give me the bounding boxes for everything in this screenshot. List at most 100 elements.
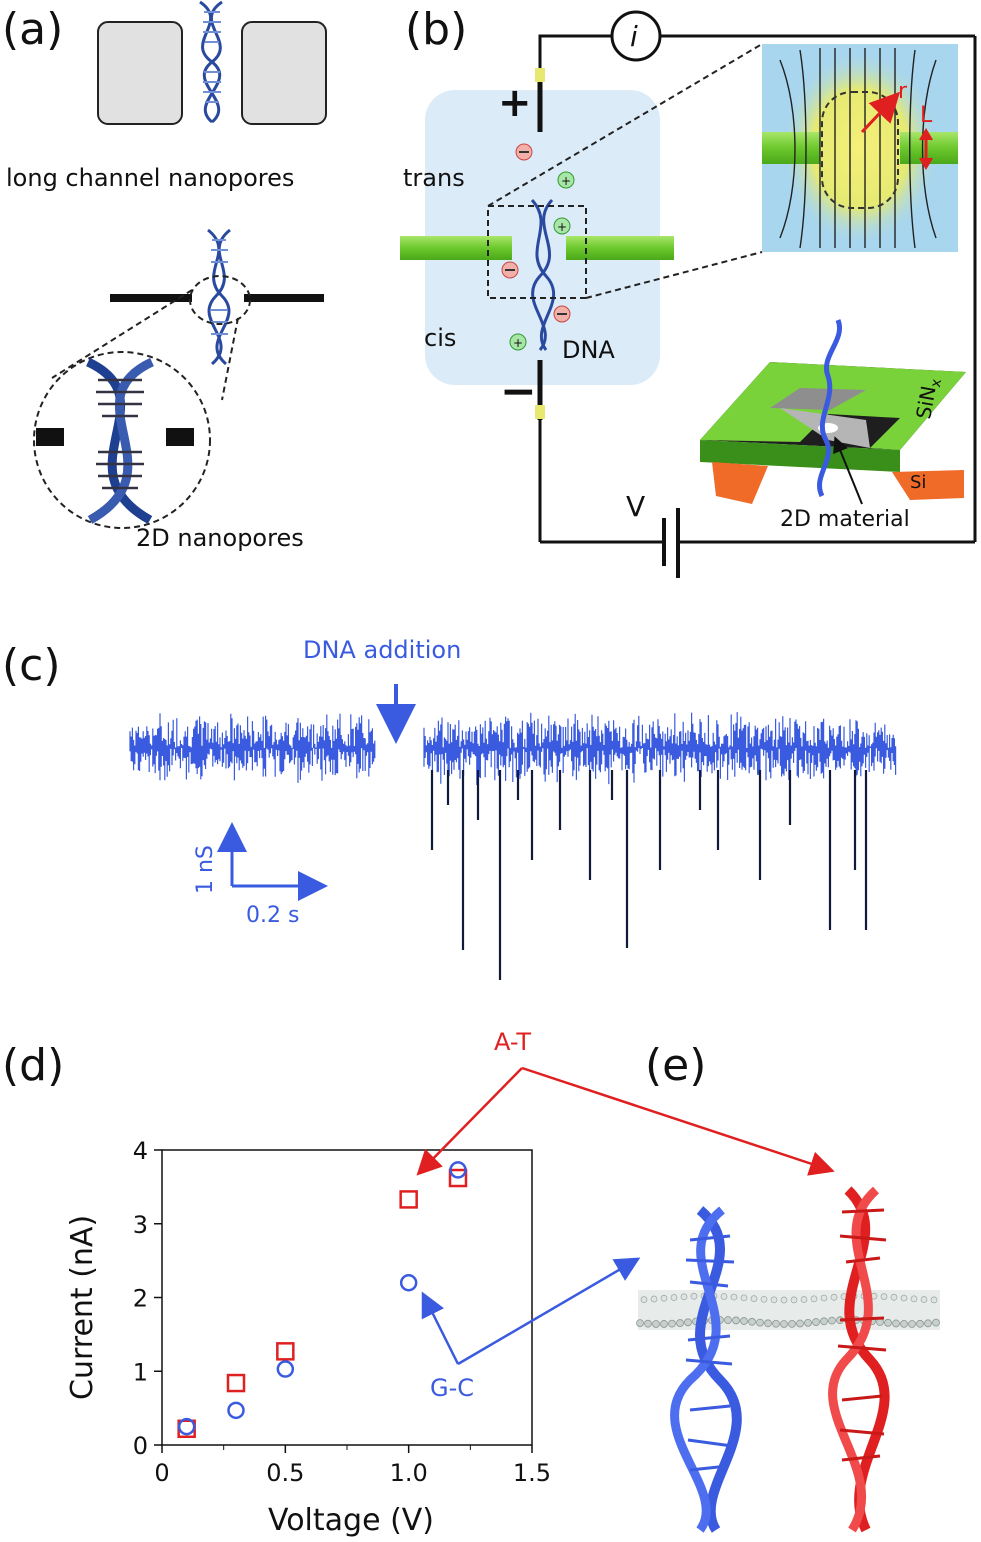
- graphene-atom: [756, 1318, 764, 1327]
- graphene-atom: [830, 1293, 838, 1301]
- graphene-atom: [788, 1319, 796, 1328]
- plot-frame: [161, 1149, 533, 1446]
- scale-y-label: 1 nS: [193, 845, 218, 894]
- data-point-a-t: [399, 1190, 418, 1209]
- ammeter-symbol: [610, 10, 662, 62]
- graphene-atom: [750, 1295, 758, 1302]
- graphene-atom: [890, 1293, 898, 1301]
- y-tick-label: 2: [133, 1285, 148, 1313]
- graphene-atom: [684, 1318, 692, 1327]
- dna-model-gc: [670, 1206, 742, 1533]
- graphene-atom: [900, 1294, 908, 1302]
- gc-label: G-C: [430, 1374, 474, 1402]
- sinx-label: SiNx: [911, 376, 945, 422]
- graphene-atom: [650, 1295, 658, 1303]
- graphene-atom: [920, 1296, 928, 1303]
- zoom-box-line-top: [487, 43, 763, 207]
- graphene-atom: [930, 1296, 938, 1304]
- trace-noise: [129, 713, 376, 783]
- field-lines: [779, 47, 937, 249]
- data-point-g-c: [177, 1417, 196, 1436]
- dna-label: DNA: [562, 336, 615, 364]
- data-point-g-c: [449, 1161, 467, 1179]
- graphene-atom: [770, 1296, 778, 1304]
- long-channel-pore-wall-left: [97, 21, 183, 125]
- dna-model-at: [828, 1186, 890, 1533]
- graphene-atom: [910, 1295, 918, 1303]
- panel-label-d: (d): [2, 1040, 65, 1091]
- cis-label: cis: [424, 324, 456, 352]
- y-tick-label: 0: [133, 1432, 148, 1460]
- graphene-atom: [812, 1318, 820, 1326]
- panel-c: DNA addition 1 nS 0.2 s: [129, 636, 897, 980]
- zoom-circle: [33, 351, 211, 529]
- graphene-atom: [660, 1320, 668, 1328]
- graphene-atom: [772, 1319, 780, 1328]
- material-label: 2D material: [780, 507, 910, 532]
- graphene-atom: [828, 1316, 836, 1325]
- svg-text:+: +: [561, 174, 571, 188]
- graphene-atom: [804, 1318, 812, 1327]
- dna-translocating: [530, 198, 555, 351]
- graphene-atom: [652, 1320, 660, 1328]
- scale-x-label: 0.2 s: [246, 903, 299, 928]
- long-channel-pore-wall-right: [241, 21, 327, 125]
- y-tick-label: 1: [133, 1358, 148, 1386]
- dna-addition-label: DNA addition: [303, 636, 461, 664]
- at-arrow-to-plot: [416, 1067, 523, 1176]
- material-pointer: [833, 436, 863, 505]
- graphene-atom: [900, 1319, 908, 1328]
- plus-sign: +: [498, 80, 532, 126]
- graphene-atom: [880, 1293, 888, 1300]
- graphene-atom: [820, 1294, 828, 1302]
- y-axis-label: Current (nA): [65, 1215, 100, 1400]
- thickness-arrow-heads: [919, 128, 933, 170]
- gc-arrow-to-plot: [421, 1291, 460, 1365]
- chart-marks: [177, 1161, 468, 1439]
- panel-e: [636, 1186, 940, 1533]
- graphene-atom: [760, 1295, 768, 1303]
- data-point-a-t: [226, 1373, 246, 1393]
- panel-b: i V + − trans cis DNA + + +: [400, 10, 977, 578]
- graphene-atom: [660, 1294, 668, 1302]
- x-tick-label: 0.5: [266, 1459, 304, 1487]
- circuit-wire: [538, 34, 612, 70]
- radius-label: r: [898, 79, 908, 104]
- x-tick-label: 1.0: [390, 1459, 428, 1487]
- field-pore-outline: [821, 91, 899, 209]
- data-point-g-c: [399, 1274, 418, 1292]
- long-channel-label: long channel nanopores: [6, 164, 294, 192]
- graphene-atom: [740, 1317, 748, 1325]
- graphene-atom: [690, 1292, 698, 1300]
- graphene-atom: [932, 1318, 940, 1327]
- zoom-membrane-right: [166, 428, 194, 446]
- graphene-atom: [676, 1319, 684, 1327]
- panel-label-b: (b): [405, 4, 468, 55]
- graphene-atom: [764, 1319, 772, 1328]
- zoom-line-left: [51, 289, 193, 379]
- graphene-atom: [796, 1319, 804, 1328]
- membrane-left: [400, 236, 512, 260]
- graphene-atom: [730, 1293, 738, 1301]
- graphene-atom: [820, 1317, 828, 1326]
- graphene-atom: [800, 1296, 808, 1303]
- graphene-atom: [748, 1317, 756, 1326]
- graphene-atom: [640, 1296, 648, 1303]
- ammeter-label: i: [630, 20, 638, 53]
- electrode-top-cap: [535, 68, 545, 82]
- graphene-atom: [892, 1319, 900, 1328]
- zoom-line-right: [221, 317, 239, 401]
- graphene-atom: [670, 1294, 678, 1301]
- graphene-atom: [636, 1319, 644, 1328]
- conductance-trace: [129, 712, 897, 980]
- data-point-g-c: [227, 1401, 245, 1420]
- y-tick-label: 4: [133, 1137, 148, 1165]
- y-tick-label: 3: [133, 1211, 148, 1239]
- chip-illustration: [700, 319, 966, 504]
- x-tick-label: 1.5: [513, 1459, 551, 1487]
- graphene-atom: [780, 1296, 788, 1304]
- electrode-bottom-cap: [535, 405, 545, 419]
- graphene-atom: [740, 1294, 748, 1302]
